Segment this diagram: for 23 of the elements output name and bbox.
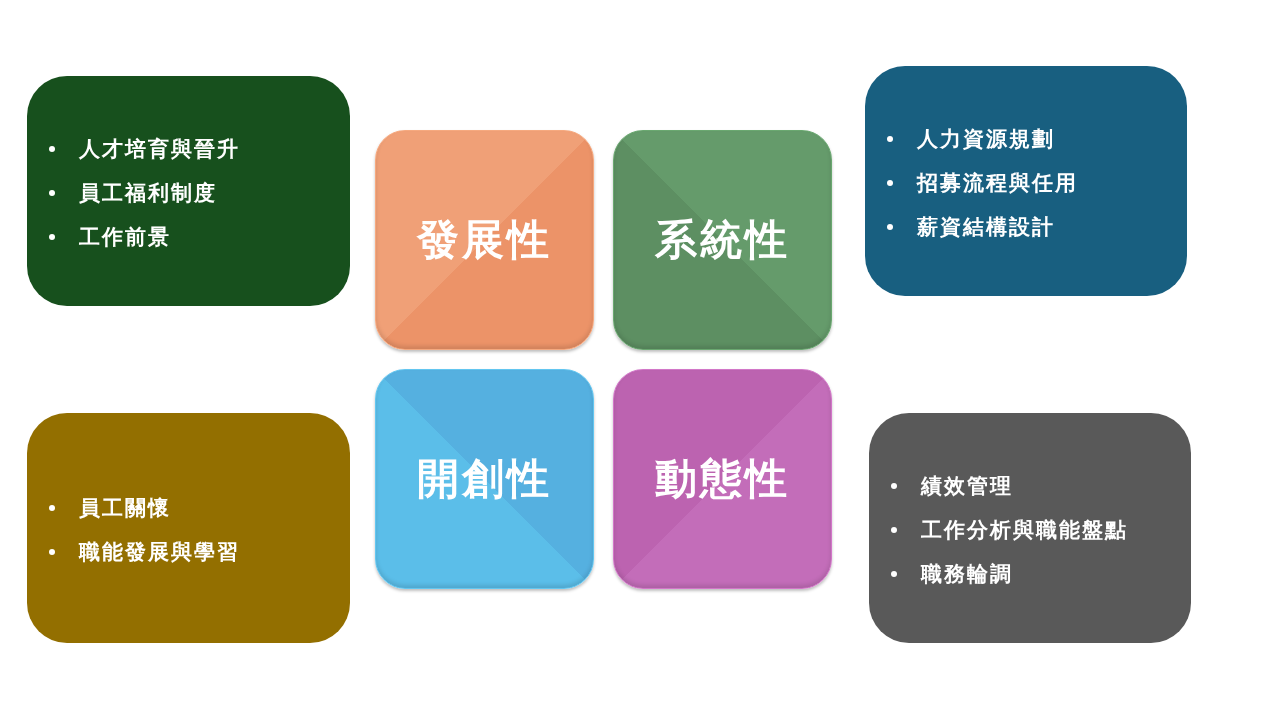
rounded-panel bbox=[869, 413, 1191, 643]
rounded-square-tile bbox=[375, 130, 594, 350]
rounded-square-tile bbox=[613, 130, 832, 350]
bullet-text: 招募流程與任用 bbox=[917, 170, 1078, 197]
rounded-panel bbox=[27, 76, 350, 306]
rounded-square-tile bbox=[375, 369, 594, 589]
tile-label: 發展性 bbox=[417, 214, 552, 266]
tile-label: 開創性 bbox=[417, 453, 552, 505]
bullet-text: 員工福利制度 bbox=[79, 180, 217, 207]
tile-label: 動態性 bbox=[655, 453, 790, 505]
bullet-text: 人才培育與晉升 bbox=[79, 136, 240, 163]
bullet-text: 工作前景 bbox=[79, 224, 171, 251]
bullet-text: 工作分析與職能盤點 bbox=[921, 517, 1128, 544]
bullet-text: 人力資源規劃 bbox=[917, 126, 1055, 153]
bullet-text: 薪資結構設計 bbox=[917, 214, 1055, 241]
rounded-square-tile bbox=[613, 369, 832, 589]
tile-label: 系統性 bbox=[655, 214, 790, 266]
rounded-panel bbox=[865, 66, 1187, 296]
bullet-text: 職能發展與學習 bbox=[79, 539, 240, 566]
bullet-text: 職務輪調 bbox=[921, 561, 1013, 588]
bullet-text: 績效管理 bbox=[921, 473, 1013, 500]
rounded-panel bbox=[27, 413, 350, 643]
bullet-text: 員工關懷 bbox=[79, 495, 171, 522]
